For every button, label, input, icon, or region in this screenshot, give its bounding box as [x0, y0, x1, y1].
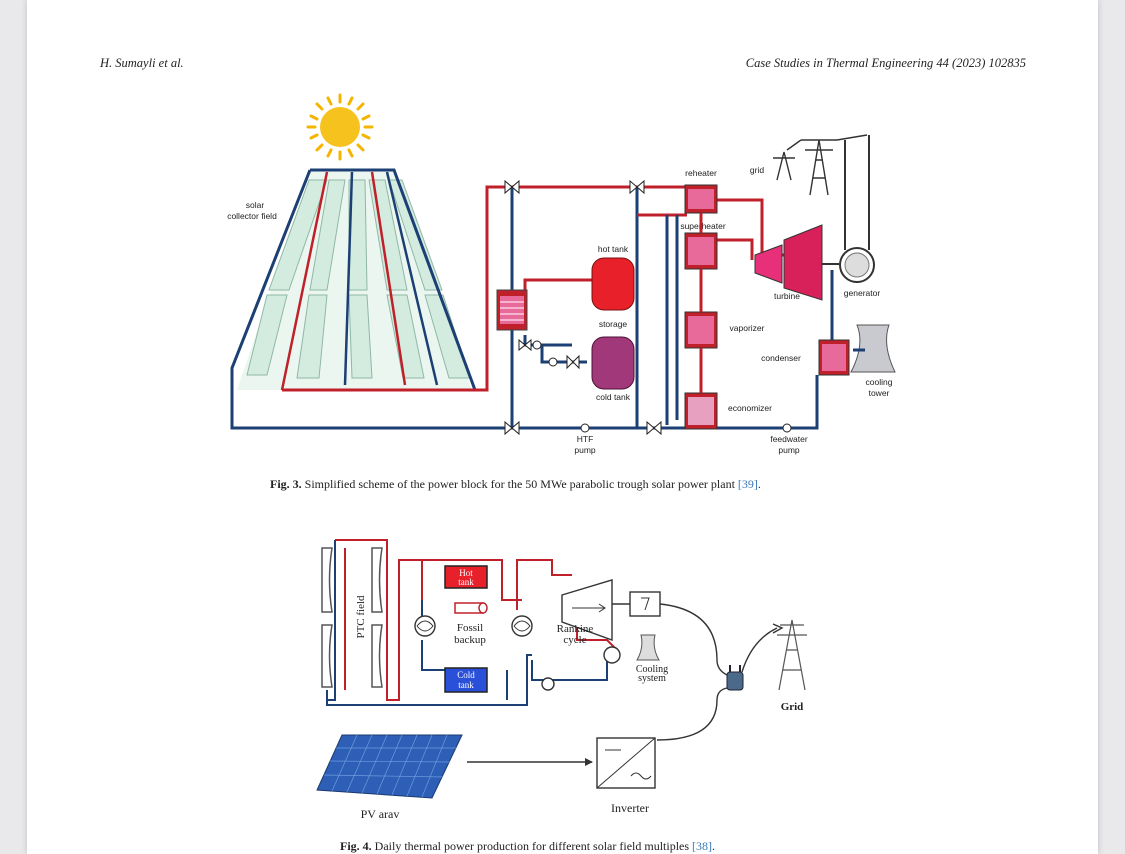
cold-tank-fig4 — [444, 667, 488, 693]
label-hot-tank-fig4-1: Hot — [459, 568, 473, 578]
sun-icon — [306, 93, 374, 161]
label-fossil-backup-2: backup — [454, 634, 486, 646]
label-condenser: condenser — [761, 353, 801, 363]
figure-3-caption-end: . — [757, 477, 761, 491]
feedwater-pump-icon — [782, 423, 792, 433]
label-hot-tank: hot tank — [598, 244, 629, 254]
vaporizer-exchanger — [684, 311, 718, 349]
valve-icons — [504, 179, 662, 436]
running-header-author: H. Sumayli et al. — [100, 56, 184, 70]
label-rankine-2: cycle — [563, 634, 586, 646]
grid-pylon-icon-fig4 — [777, 619, 807, 691]
paper-page: H. Sumayli et al. Case Studies in Therma… — [27, 0, 1098, 854]
grid-pylon-icon — [773, 134, 868, 196]
fossil-backup-burner-icon — [454, 602, 488, 614]
solar-collector-field — [230, 168, 687, 430]
label-reheater: reheater — [685, 168, 717, 178]
label-vaporizer: vaporizer — [730, 323, 765, 333]
label-superheater: superheater — [680, 221, 726, 231]
condenser — [818, 339, 850, 376]
label-cold-tank: cold tank — [596, 392, 631, 402]
label-hot-tank-fig4-2: tank — [458, 577, 474, 587]
label-turbine: turbine — [774, 291, 800, 301]
label-grid-fig3: grid — [750, 165, 764, 175]
label-ptc-field: PTC field — [355, 595, 367, 639]
figure-3-caption: Fig. 3. Simplified scheme of the power b… — [270, 477, 761, 492]
label-cooling-1: Cooling — [636, 664, 668, 675]
label-generator: generator — [844, 288, 881, 298]
cold-tank — [591, 336, 635, 390]
figure-3-caption-ref[interactable]: [39] — [737, 477, 758, 491]
label-solar-field-1: solar — [246, 200, 265, 210]
running-header-journal: Case Studies in Thermal Engineering 44 (… — [745, 56, 1026, 70]
label-fossil-backup-1: Fossil — [457, 622, 483, 634]
cooling-system-icon — [636, 634, 660, 661]
label-economizer: economizer — [728, 403, 772, 413]
storage-heat-exchanger — [496, 289, 528, 331]
label-cooling-2: system — [638, 673, 666, 684]
economizer-exchanger — [684, 392, 718, 430]
label-storage: storage — [599, 319, 628, 329]
heat-exchanger-icons — [414, 615, 621, 691]
figure-3-caption-label: Fig. 3. — [270, 477, 302, 491]
pv-array-icon — [316, 734, 463, 799]
inverter-icon — [596, 737, 656, 789]
figure-3-caption-text: Simplified scheme of the power block for… — [304, 477, 735, 491]
label-cold-tank-fig4-1: Cold — [457, 670, 475, 680]
label-htf-pump-1: HTF — [577, 434, 594, 444]
label-htf-pump-2: pump — [574, 445, 596, 455]
figure-4-caption-text: Daily thermal power production for diffe… — [374, 839, 690, 853]
figure-4-caption-ref[interactable]: [38] — [692, 839, 713, 853]
cooling-tower-icon — [850, 324, 896, 373]
reheater-exchanger — [684, 184, 718, 214]
label-rankine-1: Rankine — [557, 623, 594, 635]
turbine — [754, 224, 839, 301]
hot-tank-fig4 — [444, 565, 488, 589]
label-feedwater-pump-1: feedwater — [770, 434, 807, 444]
label-grid-fig4: Grid — [781, 701, 804, 713]
label-inverter: Inverter — [611, 801, 649, 815]
generator-box-icon — [629, 591, 661, 617]
superheater-exchanger — [684, 232, 718, 270]
figure-4-caption-end: . — [712, 839, 716, 853]
label-solar-field-2: collector field — [227, 211, 277, 221]
figure-4-caption: Fig. 4. Daily thermal power production f… — [340, 839, 715, 854]
generator — [839, 135, 875, 283]
label-cooling-tower-2: tower — [869, 388, 890, 398]
rankine-turbine-icon — [561, 579, 613, 641]
ptc-field — [321, 547, 383, 688]
transformer-icon — [726, 665, 744, 691]
label-feedwater-pump-2: pump — [778, 445, 800, 455]
figure-3-power-block-scheme: solar collector field hot tank storage — [227, 93, 896, 821]
label-cooling-tower-1: cooling — [866, 377, 893, 387]
figure-4-hybrid-plant-scheme: PTC field Hot tank Fossil backup — [316, 539, 807, 821]
label-pv-array: PV arav — [361, 807, 400, 821]
hot-tank — [591, 257, 635, 311]
label-cold-tank-fig4-2: tank — [458, 680, 474, 690]
figure-4-caption-label: Fig. 4. — [340, 839, 372, 853]
